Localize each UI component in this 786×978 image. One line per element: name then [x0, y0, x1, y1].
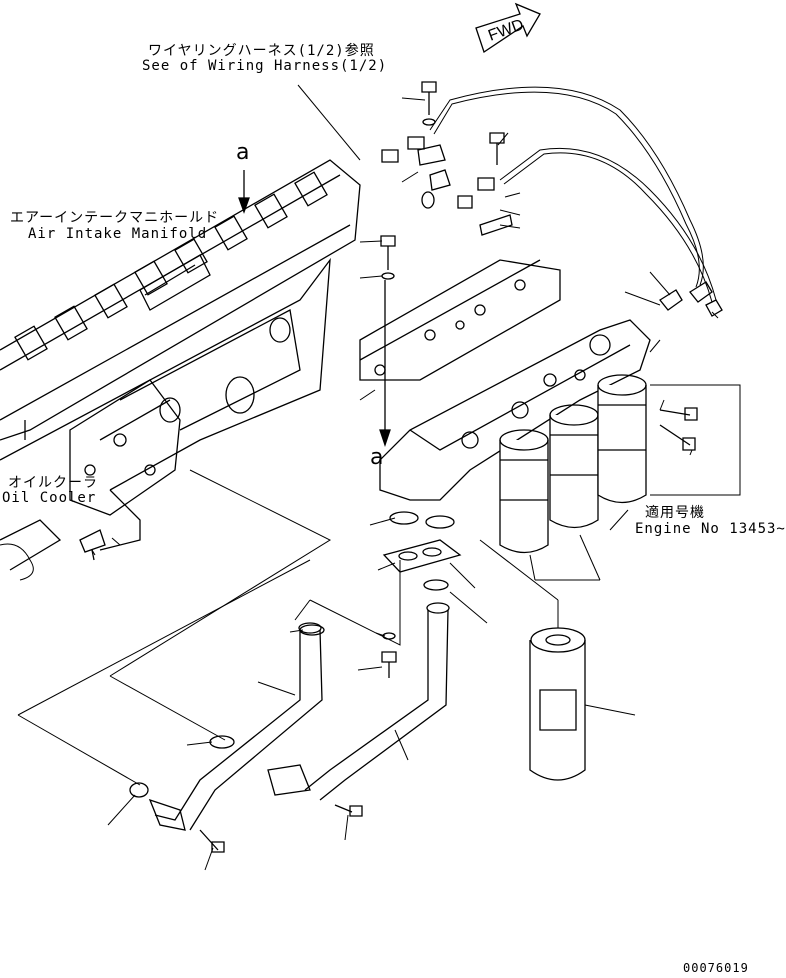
reference-a-top: a [236, 140, 250, 165]
air-intake-manifold-label-en: Air Intake Manifold [28, 226, 208, 242]
applicable-serial-label-jp: 適用号機 [645, 505, 705, 521]
leader-lines [92, 85, 718, 870]
filter-cartridge-3 [598, 375, 646, 503]
bolt-lower [382, 652, 396, 678]
oil-cooler-label-en: Oil Cooler [2, 490, 97, 506]
drawing-number: 00076019 [683, 961, 749, 975]
mounting-bracket [360, 260, 560, 380]
filter-head [380, 320, 650, 500]
bolt-top [422, 82, 436, 115]
engine-number-label: Engine No 13453~ [635, 521, 786, 537]
wiring-harness [430, 87, 716, 302]
bolt-top-2 [490, 133, 504, 165]
drain-plug [80, 530, 105, 560]
engine-block [0, 260, 330, 570]
oil-cooler [70, 380, 180, 550]
filter-cartridges [500, 375, 646, 553]
gaskets [130, 512, 460, 797]
fwd-arrow-icon [476, 4, 540, 52]
air-intake-manifold-label-jp: エアーインテークマニホールド [10, 210, 220, 226]
bolt-engine-variant [660, 408, 697, 450]
filter-cartridge-2 [550, 405, 598, 528]
reference-arrow-a-bottom [380, 280, 390, 445]
bolts [200, 82, 697, 852]
bolt-pipe-left [200, 830, 224, 852]
spare-filter-element [530, 628, 585, 780]
manifold-flanges [15, 172, 327, 360]
oil-pipe-right [268, 603, 449, 800]
oil-cooler-label-jp: オイルクーラ [8, 475, 98, 491]
wiring-harness-label-en: See of Wiring Harness(1/2) [142, 58, 388, 74]
break-line [0, 544, 33, 580]
reference-a-bottom: a [370, 445, 384, 470]
wiring-harness-label-jp: ワイヤリングハーネス(1/2)参照 [148, 43, 375, 59]
bolt-pipe-right [335, 805, 362, 816]
filter-cartridge-1 [500, 430, 548, 553]
sensors-and-connectors [382, 137, 722, 316]
oil-pipe-left [150, 623, 322, 830]
reference-arrow-a-top [239, 170, 249, 212]
bolt-manifold [381, 236, 395, 270]
group-brackets [18, 385, 740, 785]
air-intake-manifold [0, 160, 360, 440]
